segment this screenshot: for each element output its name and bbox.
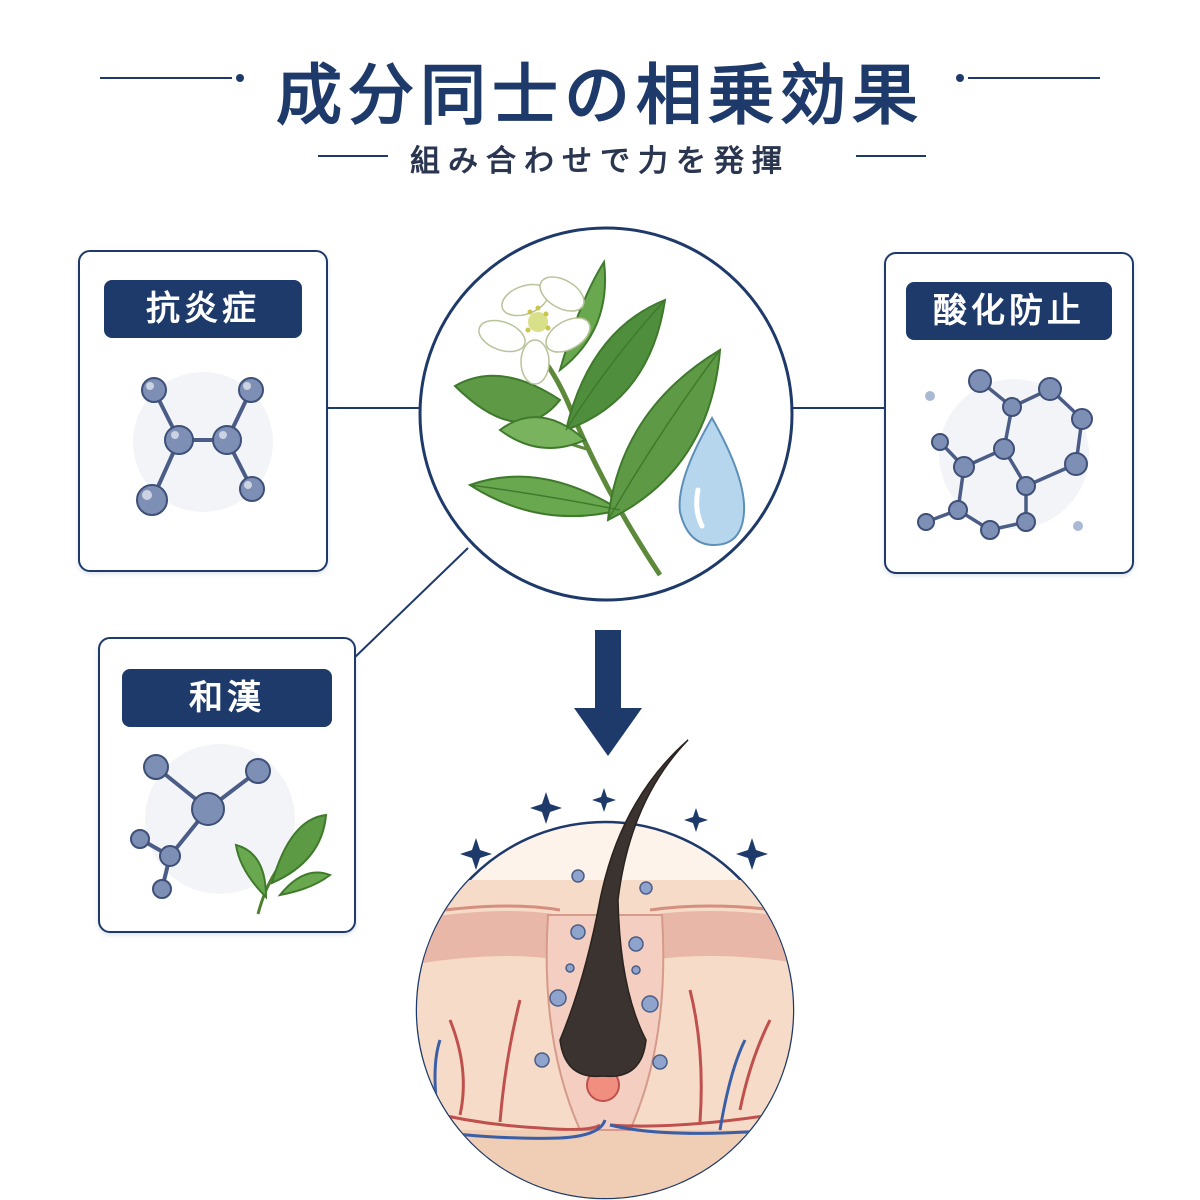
- hair-strand: [559, 739, 689, 1078]
- arrow-down-icon: [574, 630, 642, 756]
- molecule-icon: [133, 372, 273, 516]
- plant-icon: [453, 259, 722, 577]
- flower-icon: [478, 276, 591, 385]
- herbal-card: 和漢: [98, 637, 356, 933]
- antioxidant-card: 酸化防止: [884, 252, 1134, 574]
- sparkle-icon: [460, 788, 768, 870]
- antioxidant-badge: 酸化防止: [906, 282, 1112, 340]
- title-rule-right-dot: [956, 74, 964, 82]
- anti-inflammatory-badge: 抗炎症: [104, 280, 302, 338]
- herbal-molecule-leaf-icon: [130, 744, 333, 915]
- anti-inflammatory-card: 抗炎症: [78, 250, 328, 572]
- page-subtitle: 組み合わせで力を発揮: [410, 144, 790, 179]
- herbal-badge: 和漢: [122, 669, 332, 727]
- leaf-icon: [234, 813, 333, 915]
- connector-bottom-left: [351, 547, 469, 661]
- hexagon-molecule-icon: [917, 369, 1093, 540]
- ingredient-droplets: [534, 869, 668, 1070]
- title-rule-left-dot: [236, 74, 244, 82]
- page-title: 成分同士の相乗効果: [276, 56, 924, 134]
- water-drop-icon: [678, 415, 746, 547]
